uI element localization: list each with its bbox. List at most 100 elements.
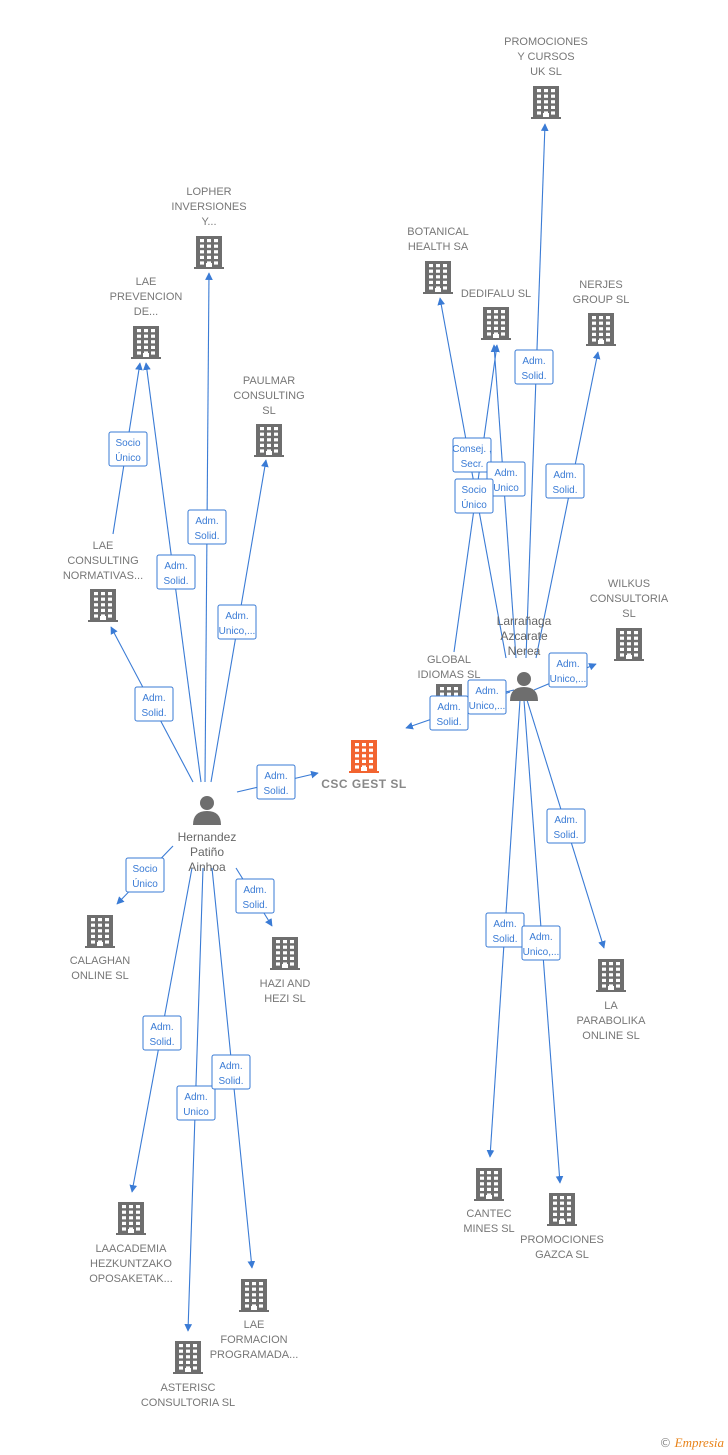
node-label-line: CANTEC — [466, 1208, 511, 1220]
edge-label-text: Secr. — [461, 459, 484, 470]
building-icon-lae_prevencion[interactable] — [131, 326, 161, 359]
node-label-line: ONLINE SL — [71, 970, 128, 982]
node-label-line: Ainhoa — [188, 860, 226, 874]
node-label-line: HEZKUNTZAKO — [90, 1258, 172, 1270]
edge-label-hernandez-to-lae_consulting[interactable]: Adm.Solid. — [134, 686, 174, 722]
building-icon-paulmar[interactable] — [254, 424, 284, 457]
edge-label-larranaga-to-wilkus[interactable]: Adm.Unico,... — [548, 652, 588, 688]
edge-label-text: Adm. — [553, 470, 576, 481]
edge-label-larranaga-to-la_parabolika[interactable]: Adm.Solid. — [546, 808, 586, 844]
edge-label-hernandez-to-lae_formacion[interactable]: Adm.Solid. — [211, 1054, 251, 1090]
edge-label-hernandez-to-laacademia[interactable]: Adm.Solid. — [142, 1015, 182, 1051]
node-label-line: UK SL — [530, 66, 562, 78]
edge-larranaga-to-dedifalu — [490, 344, 517, 659]
person-icon-hernandez[interactable] — [193, 796, 221, 825]
edge-labels-layer: Adm.Solid.Adm.Solid.Adm.Solid.SocioÚnico… — [108, 349, 588, 1121]
edge-larranaga-to-promociones_cursos — [525, 123, 549, 659]
node-label-line: OPOSAKETAK... — [89, 1273, 173, 1285]
center-building-icon[interactable] — [349, 740, 379, 773]
company-label-lae_consulting: LAECONSULTINGNORMATIVAS... — [63, 540, 143, 582]
edge-label-text: Unico,... — [469, 701, 506, 712]
company-label-lae_formacion: LAEFORMACIONPROGRAMADA... — [210, 1319, 299, 1361]
company-label-promociones_cursos: PROMOCIONES Y CURSOS UK SL — [504, 36, 588, 78]
brand-logo[interactable]: Empresia — [674, 1435, 724, 1450]
building-icon-la_parabolika[interactable] — [596, 959, 626, 992]
edge-label-text: Adm. — [493, 919, 516, 930]
node-label-line: PROMOCIONES — [504, 36, 588, 48]
edge-label-hernandez-to-hazi[interactable]: Adm.Solid. — [235, 878, 275, 914]
edge-label-larranaga-to-botanical[interactable]: Consej. ,Secr. — [452, 437, 492, 473]
person-icon-larranaga[interactable] — [510, 672, 538, 701]
edge-label-text: Solid. — [194, 531, 219, 542]
node-label-line: WILKUS — [608, 578, 650, 590]
node-label-line: GROUP SL — [573, 294, 630, 306]
building-icon-promociones_gazca[interactable] — [547, 1193, 577, 1226]
building-icon-nerjes[interactable] — [586, 313, 616, 346]
edge-label-text: Único — [461, 498, 487, 511]
building-icon-promociones_cursos[interactable] — [531, 86, 561, 119]
node-label-line: CONSULTING — [67, 555, 138, 567]
building-icon-botanical[interactable] — [423, 261, 453, 294]
node-label-line: FORMACION — [220, 1334, 287, 1346]
node-label-line: CONSULTING — [233, 390, 304, 402]
company-label-cantec: CANTEC MINES SL — [463, 1208, 514, 1235]
edge-label-text: Unico — [493, 483, 519, 494]
node-label-line: Patiño — [190, 845, 224, 859]
node-label-line: MINES SL — [463, 1223, 514, 1235]
building-icon-lopher[interactable] — [194, 236, 224, 269]
edge-label-hernandez-to-paulmar[interactable]: Adm.Unico,... — [217, 604, 257, 640]
edge-label-larranaga-to-cantec[interactable]: Adm. Solid. — [485, 912, 525, 948]
edge-label-hernandez-to-asterisc[interactable]: Adm.Unico — [176, 1085, 216, 1121]
edge-label-larranaga-to-promociones_gazca[interactable]: Adm.Unico,... — [521, 925, 561, 961]
building-icon-lae_formacion[interactable] — [239, 1279, 269, 1312]
edge-label-larranaga-to-nerjes[interactable]: Adm.Solid. — [545, 463, 585, 499]
node-label-line: Hernandez — [178, 830, 237, 844]
edge-label-larranaga-to-csc[interactable]: Adm.Solid. — [429, 695, 469, 731]
building-icon-laacademia[interactable] — [116, 1202, 146, 1235]
node-label-line: Y CURSOS — [517, 51, 574, 63]
building-icon-lae_consulting[interactable] — [88, 589, 118, 622]
edge-label-hernandez-to-lopher[interactable]: Adm.Solid. — [187, 509, 227, 545]
edge-label-text: Solid. — [149, 1037, 174, 1048]
building-icon-asterisc[interactable] — [173, 1341, 203, 1374]
edge-label-text: Socio — [115, 438, 140, 449]
edge-label-larranaga-to-promociones_cursos[interactable]: Adm.Solid. — [514, 349, 554, 385]
edge-label-text: Solid. — [163, 576, 188, 587]
edge-label-text: Solid. — [492, 934, 517, 945]
company-label-lopher: LOPHERINVERSIONESY... — [171, 186, 246, 228]
node-label-line: SL — [262, 405, 275, 417]
edge-label-text: Solid. — [553, 830, 578, 841]
building-icon-wilkus[interactable] — [614, 628, 644, 661]
edge-label-text: Solid. — [141, 708, 166, 719]
node-label-line: PROGRAMADA... — [210, 1349, 299, 1361]
edge-label-hernandez-to-lae_prevencion[interactable]: Adm.Solid. — [156, 554, 196, 590]
node-label-line: LAACADEMIA — [96, 1243, 168, 1255]
edge-label-text: Único — [132, 877, 158, 890]
node-label-line: LAE — [136, 276, 157, 288]
building-icon-cantec[interactable] — [474, 1168, 504, 1201]
node-label-line: Azcarate — [500, 629, 548, 643]
building-icon-dedifalu[interactable] — [481, 307, 511, 340]
node-label-line: Nerea — [508, 644, 541, 658]
edge-label-larranaga-to-global_idiomas[interactable]: Adm.Unico,... — [467, 679, 507, 715]
edge-label-text: Unico — [183, 1107, 209, 1118]
node-label-line: PARABOLIKA — [577, 1015, 647, 1027]
node-label-line: CONSULTORIA — [590, 593, 669, 605]
company-label-laacademia: LAACADEMIA HEZKUNTZAKO OPOSAKETAK... — [89, 1243, 173, 1285]
building-icon-hazi[interactable] — [270, 937, 300, 970]
company-label-dedifalu: DEDIFALU SL — [461, 288, 531, 300]
building-icon-calaghan[interactable] — [85, 915, 115, 948]
node-label-line: CONSULTORIA SL — [141, 1397, 235, 1409]
edge-label-hernandez-to-csc[interactable]: Adm.Solid. — [256, 764, 296, 800]
node-label-line: HAZI AND — [260, 978, 311, 990]
